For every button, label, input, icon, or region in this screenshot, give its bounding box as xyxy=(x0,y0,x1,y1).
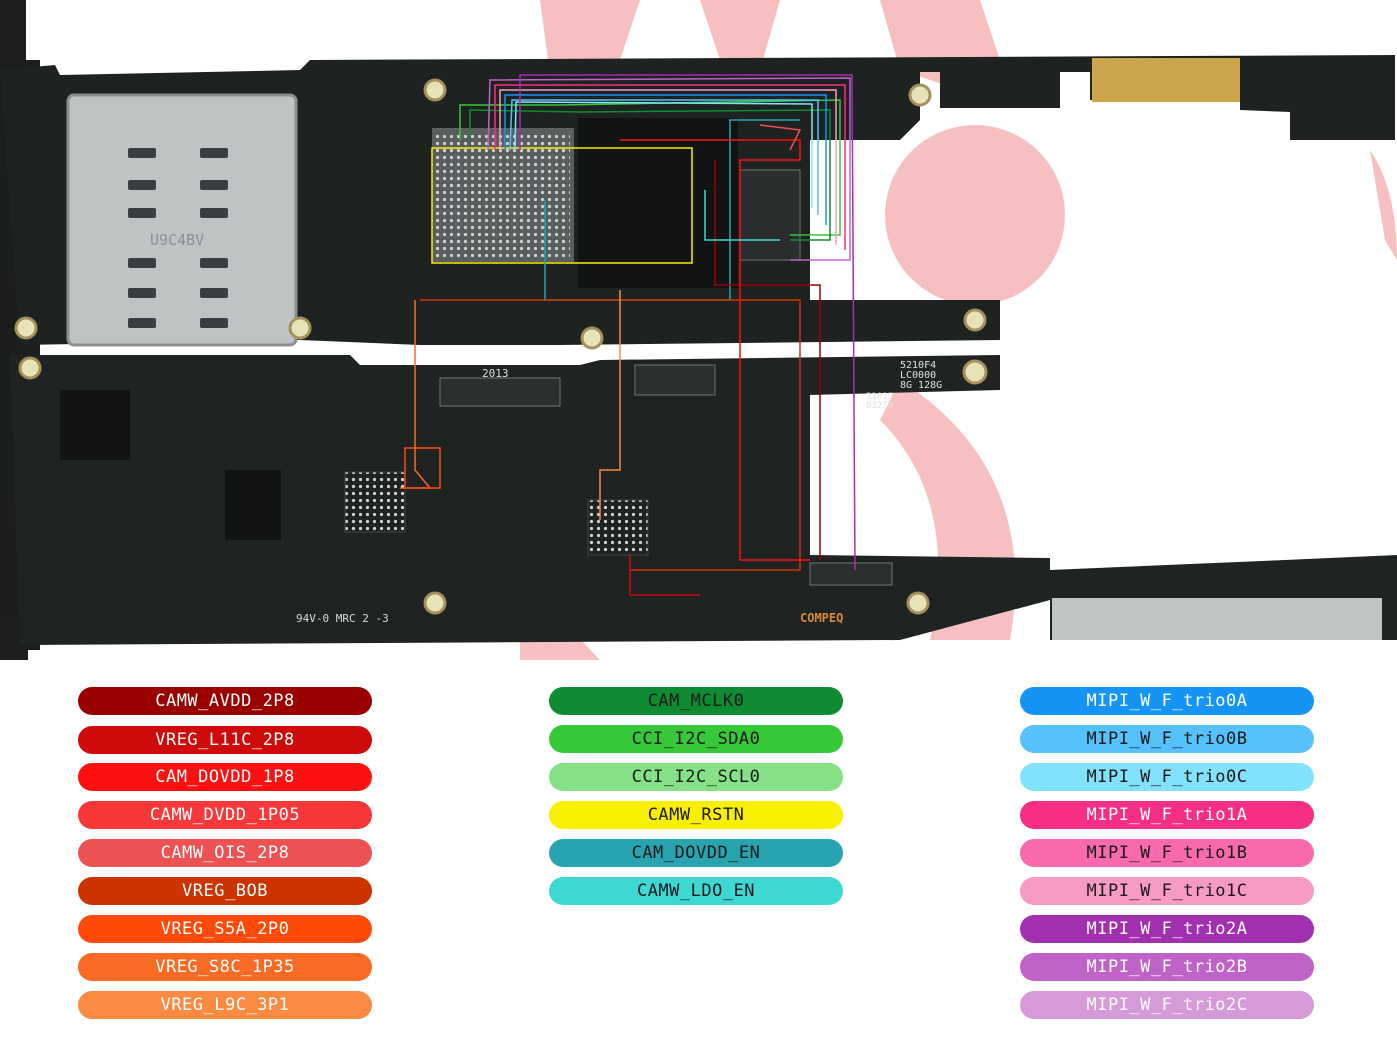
connector-block xyxy=(739,169,801,261)
sim-pads xyxy=(128,148,228,328)
legend-item: CAMW_LDO_EN xyxy=(549,877,843,905)
gold-contact xyxy=(1092,58,1240,102)
legend-item: MIPI_W_F_trio2B xyxy=(1020,953,1314,981)
connector-bottom xyxy=(809,562,893,586)
screw-holes xyxy=(14,78,988,615)
sim-shield xyxy=(66,93,298,347)
memory-chip xyxy=(578,118,738,288)
legend-item: CAM_MCLK0 xyxy=(549,687,843,715)
board-marking: 94V-0 MRC 2 -3 xyxy=(296,612,389,625)
legend-item: VREG_L9C_3P1 xyxy=(78,991,372,1019)
chip-label: 8G 128G xyxy=(900,380,942,391)
legend-item: MIPI_W_F_trio1B xyxy=(1020,839,1314,867)
legend-item: MIPI_W_F_trio1C xyxy=(1020,877,1314,905)
ic-block-left-2 xyxy=(225,470,281,540)
net-traces xyxy=(400,74,856,596)
legend-item: MIPI_W_F_trio2C xyxy=(1020,991,1314,1019)
legend-item: CAM_DOVDD_EN xyxy=(549,839,843,867)
legend-item: CCI_I2C_SDA0 xyxy=(549,725,843,753)
pmic-chip-right xyxy=(587,499,649,556)
legend-item: CAMW_DVDD_1P05 xyxy=(78,801,372,829)
shield-label: U9C4BV xyxy=(150,231,204,249)
legend-item: MIPI_W_F_trio0C xyxy=(1020,763,1314,791)
chip-label: 03279 xyxy=(866,401,893,411)
metal-bracket-right xyxy=(1052,598,1382,640)
legend-item: CCI_I2C_SCL0 xyxy=(549,763,843,791)
connector-2013 xyxy=(439,377,561,407)
legend-item: CAMW_RSTN xyxy=(549,801,843,829)
legend-item: MIPI_W_F_trio2A xyxy=(1020,915,1314,943)
pcb-board-diagram: U9C4BV 2013 xyxy=(0,0,1397,660)
pmic-chip-left xyxy=(344,471,406,533)
legend-item: VREG_L11C_2P8 xyxy=(78,726,372,754)
legend-item: MIPI_W_F_trio0B xyxy=(1020,725,1314,753)
legend-item: CAMW_AVDD_2P8 xyxy=(78,687,372,715)
compeq-logo: COMPEQ xyxy=(800,611,843,625)
legend-item: VREG_BOB xyxy=(78,877,372,905)
legend-item: CAM_DOVDD_1P8 xyxy=(78,763,372,791)
marking-2013: 2013 xyxy=(482,367,509,380)
board-edge-left-top xyxy=(0,0,26,60)
legend-item: VREG_S8C_1P35 xyxy=(78,953,372,981)
chip-label: 5210F4 xyxy=(900,360,936,371)
chip-label: LC0000 xyxy=(900,370,936,381)
board-lower xyxy=(10,355,1397,645)
ic-block-left xyxy=(60,390,130,460)
legend-item: MIPI_W_F_trio0A xyxy=(1020,687,1314,715)
legend-item: VREG_S5A_2P0 xyxy=(78,915,372,943)
legend-item: MIPI_W_F_trio1A xyxy=(1020,801,1314,829)
legend-item: CAMW_OIS_2P8 xyxy=(78,839,372,867)
chip-label: 21019 xyxy=(866,392,893,402)
connector-middle xyxy=(634,364,716,396)
